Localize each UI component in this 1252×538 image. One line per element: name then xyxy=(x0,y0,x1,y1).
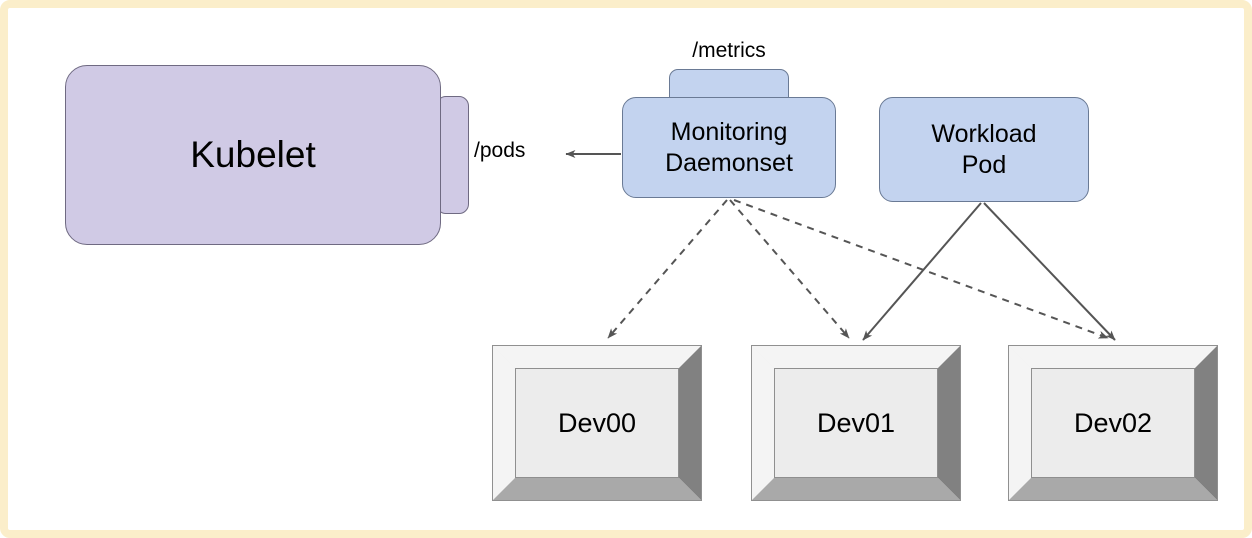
edge-workload-to-dev02 xyxy=(983,202,1116,341)
edge-workload-to-dev01 xyxy=(862,202,982,341)
device-label: Dev00 xyxy=(515,368,679,478)
edge-monitoring-to-dev02 xyxy=(733,199,1109,339)
kubelet-label: Kubelet xyxy=(190,134,316,175)
device-bevel-bottom xyxy=(1009,478,1217,500)
edge-monitoring-to-dev00 xyxy=(607,199,728,339)
node-device-dev01[interactable]: Dev01 xyxy=(751,345,961,501)
device-bevel-bottom xyxy=(493,478,701,500)
edge-label-pods: /pods xyxy=(474,139,526,162)
node-monitoring-daemonset[interactable]: Monitoring Daemonset xyxy=(622,97,836,198)
node-device-dev00[interactable]: Dev00 xyxy=(492,345,702,501)
monitoring-label-line1: Monitoring xyxy=(670,118,788,146)
device-bevel-top xyxy=(752,346,960,368)
node-workload-pod[interactable]: Workload Pod xyxy=(879,97,1089,202)
device-bevel-left xyxy=(1009,346,1031,500)
edge-label-metrics: /metrics xyxy=(692,39,766,62)
kubelet-pods-port[interactable] xyxy=(436,96,469,214)
workload-label-line1: Workload xyxy=(931,120,1037,148)
device-bevel-left xyxy=(493,346,515,500)
device-bevel-left xyxy=(752,346,774,500)
device-label: Dev01 xyxy=(774,368,938,478)
node-device-dev02[interactable]: Dev02 xyxy=(1008,345,1218,501)
device-bevel-right xyxy=(679,346,701,500)
monitoring-label-line2: Daemonset xyxy=(665,148,793,177)
device-bevel-top xyxy=(1009,346,1217,368)
edge-monitoring-to-dev01 xyxy=(729,199,850,339)
device-bevel-top xyxy=(493,346,701,368)
device-bevel-right xyxy=(938,346,960,500)
device-bevel-right xyxy=(1195,346,1217,500)
device-bevel-bottom xyxy=(752,478,960,500)
device-label: Dev02 xyxy=(1031,368,1195,478)
workload-label-line2: Pod xyxy=(961,150,1007,179)
node-kubelet[interactable]: Kubelet xyxy=(65,65,441,245)
